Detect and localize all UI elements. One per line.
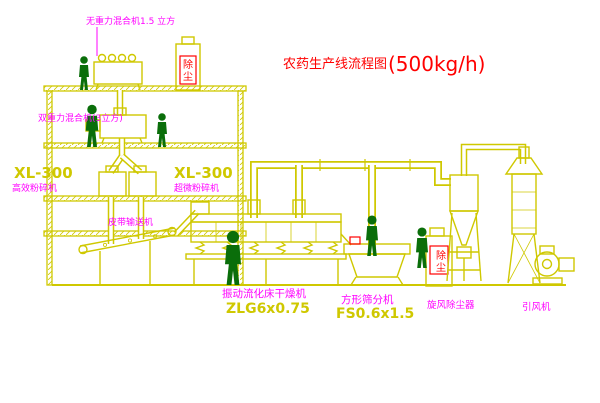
label-dryer-model: ZLG6x0.75 xyxy=(226,301,310,317)
label-mill-left-model: XL-300 xyxy=(14,164,73,182)
label-mill-right-name: 超微粉碎机 xyxy=(174,182,219,194)
dust-top-char1: 除 xyxy=(183,58,193,71)
dust-right-char1: 除 xyxy=(436,249,446,262)
label-dryer-name: 振动流化床干燥机 xyxy=(222,287,306,300)
dust-top-char2: 尘 xyxy=(183,71,193,83)
label-mixer-top: 无重力混合机1.5 立方 xyxy=(86,15,175,27)
belt-conveyor xyxy=(78,226,177,285)
worker-figure xyxy=(157,113,167,147)
label-cyclone: 旋风除尘器 xyxy=(427,299,475,311)
duct-network xyxy=(107,90,527,248)
worker-figure xyxy=(79,56,89,90)
label-mixer-mid: 双重力混合机(3立方) xyxy=(38,112,123,124)
cyclone-separator xyxy=(446,174,482,282)
page-title-capacity: (500kg/h) xyxy=(388,52,485,76)
label-mill-left-name: 高效粉碎机 xyxy=(12,182,57,194)
page-title: 农药生产线流程图 xyxy=(283,57,387,72)
mill-left xyxy=(98,165,127,197)
worker-figure xyxy=(366,215,378,256)
gravity-mixer-top xyxy=(93,53,143,91)
square-sifter xyxy=(343,236,411,286)
worker-figure xyxy=(85,104,99,147)
dust-right-char2: 尘 xyxy=(436,262,446,274)
induced-draft-fan xyxy=(532,245,575,285)
fluid-bed-dryer xyxy=(185,199,352,285)
label-belt-conveyor: 皮带输送机 xyxy=(108,216,153,228)
label-sifter-name: 方形筛分机 xyxy=(341,293,394,306)
exhaust-stack xyxy=(504,146,544,284)
label-mill-right-model: XL-300 xyxy=(174,164,233,182)
label-sifter-model: FS0.6x1.5 xyxy=(336,306,414,322)
mill-right xyxy=(128,165,157,197)
dust-collector-cabinet-top: 除 尘 xyxy=(175,36,201,91)
label-fan: 引风机 xyxy=(522,301,551,313)
